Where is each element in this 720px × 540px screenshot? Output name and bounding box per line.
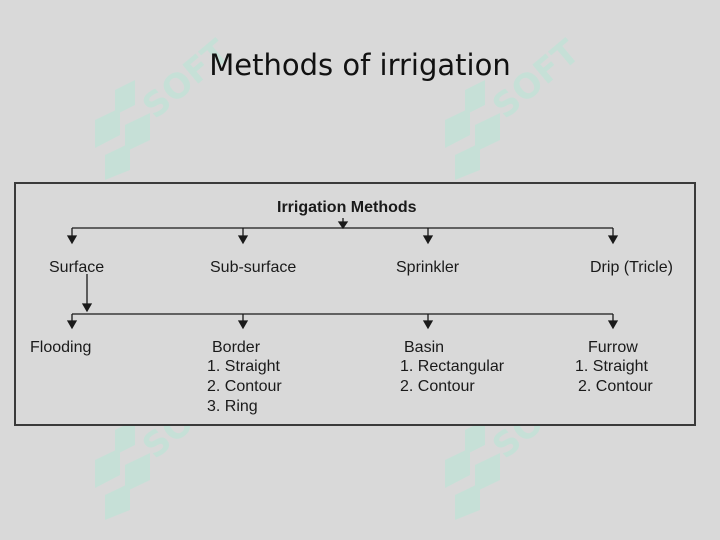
furrow-item: 2. Contour — [578, 378, 653, 395]
border-item: 1. Straight — [207, 358, 280, 375]
node-root: Irrigation Methods — [277, 199, 417, 216]
irrigation-diagram: Irrigation Methods Surface Sub-surface S… — [14, 182, 696, 426]
node-furrow: Furrow — [588, 339, 638, 356]
border-item: 3. Ring — [207, 398, 258, 415]
diagram-connectors — [66, 218, 619, 330]
node-basin: Basin — [404, 339, 445, 356]
node-flooding: Flooding — [30, 339, 92, 356]
basin-item: 1. Rectangular — [400, 358, 505, 375]
node-border: Border — [212, 339, 261, 356]
slide-title: Methods of irrigation — [209, 48, 511, 82]
node-drip: Drip (Tricle) — [590, 259, 673, 276]
node-sub-surface: Sub-surface — [210, 259, 297, 276]
node-sprinkler: Sprinkler — [396, 259, 460, 276]
arrow-head — [337, 221, 349, 230]
basin-item: 2. Contour — [400, 378, 475, 395]
node-surface: Surface — [49, 259, 105, 276]
border-item: 2. Contour — [207, 378, 282, 395]
furrow-item: 1. Straight — [575, 358, 648, 375]
